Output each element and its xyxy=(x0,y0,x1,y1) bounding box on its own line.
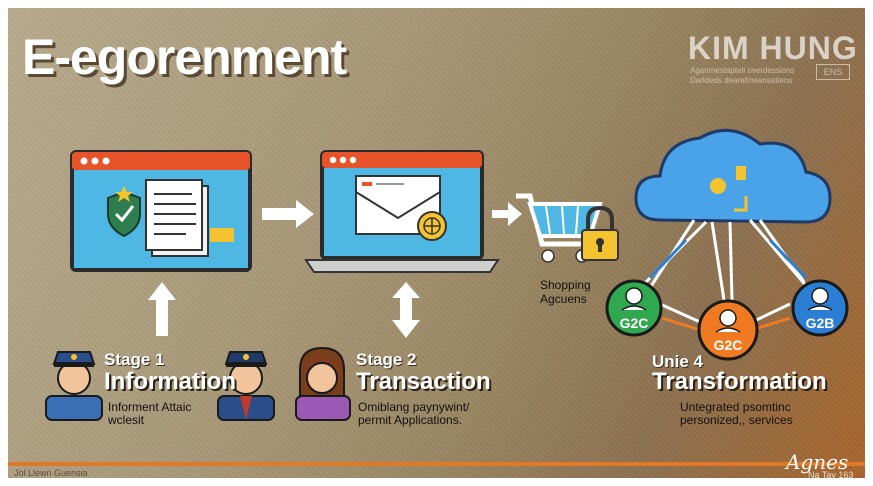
stage-1-description-line2: wclesit xyxy=(108,413,145,427)
slide-title: E-egorenment xyxy=(22,29,347,85)
stage-2-description-line2: permit Applications. xyxy=(358,413,463,427)
stage-2-number: Stage 2 xyxy=(356,350,417,369)
brand-tagline: Aganmestapteli overdessions Darldeds dea… xyxy=(690,66,795,85)
police-officer-avatar xyxy=(45,351,103,421)
g2c-badge-left xyxy=(605,279,663,337)
arrow-updown-icon xyxy=(392,282,420,338)
badge-label-left: G2C xyxy=(620,315,649,331)
arrow-up-icon xyxy=(148,282,176,336)
footer-signature: Agnes xyxy=(786,450,849,474)
stage-4-description-line2: personized,, services xyxy=(680,413,793,427)
shopping-label-line2: Agcuens xyxy=(540,292,587,306)
globe-lock-icon xyxy=(417,211,447,241)
g2b-badge-right xyxy=(791,279,849,337)
brand-logo: ENS xyxy=(816,64,850,80)
arrow-right-icon xyxy=(262,200,314,228)
stage-1-name: Information xyxy=(104,368,236,395)
stage-4-number: Unie 4 xyxy=(652,352,704,371)
shield-icon xyxy=(107,186,141,238)
blue-arrows xyxy=(648,238,808,280)
badge-label-center: G2C xyxy=(714,337,743,353)
badge-label-right: G2B xyxy=(806,315,835,331)
arrow-right-icon xyxy=(492,202,522,226)
stage-4-name: Transformation xyxy=(652,368,827,395)
cloud-icon xyxy=(634,128,832,224)
g2c-badge-center xyxy=(697,299,759,361)
stage-2-name: Transaction xyxy=(356,368,491,395)
shopping-label-line1: Shopping xyxy=(540,278,591,292)
padlock-icon xyxy=(581,205,619,261)
footer-signature-sub: Na Tay 163 xyxy=(808,470,854,480)
stage-4-description-line1: Untegrated psomtinc xyxy=(680,400,791,414)
stage-1-description-line1: Informent Attaic xyxy=(108,400,192,414)
stage-1-number: Stage 1 xyxy=(104,350,165,369)
footer-divider xyxy=(8,462,865,466)
footer-credit: Jol Llewn Guensia xyxy=(14,468,88,478)
brand-name: KIM HUNG xyxy=(688,30,858,66)
citizen-woman-avatar xyxy=(295,346,351,421)
stage-2-description-line1: Omiblang paynywint/ xyxy=(358,400,470,414)
document-icon xyxy=(145,179,209,257)
officer-avatar xyxy=(217,351,275,421)
